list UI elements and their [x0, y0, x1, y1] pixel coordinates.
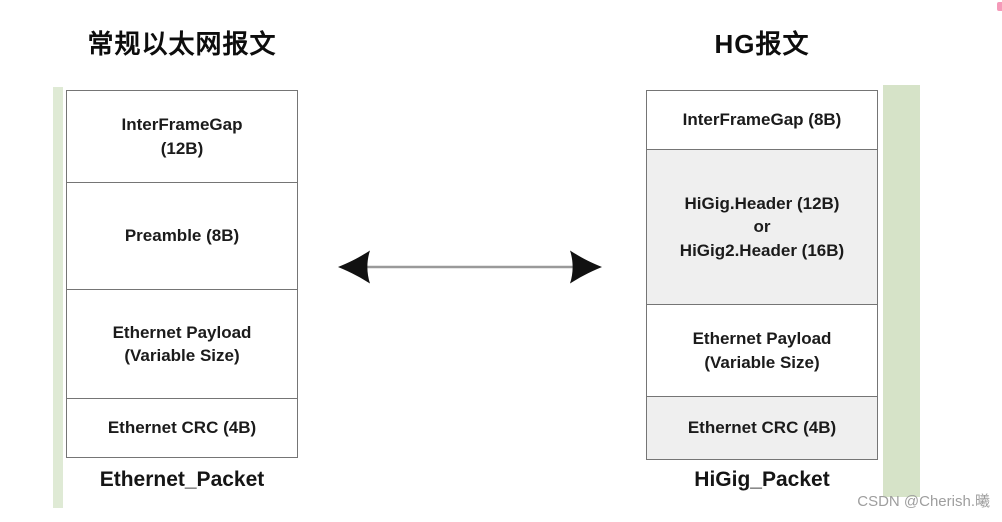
- edge-artifact: [997, 2, 1002, 11]
- segment-label: Preamble (8B): [124, 226, 240, 246]
- higig-packet-caption: HiGig_Packet: [694, 468, 830, 491]
- segment-preamble-8b: Preamble (8B): [67, 183, 297, 290]
- ethernet-packet-caption: Ethernet_Packet: [99, 468, 265, 491]
- segment-interframegap-12b: InterFrameGap (12B): [67, 91, 297, 183]
- segment-label: or: [753, 217, 771, 237]
- segment-ethernet-crc: Ethernet CRC (4B): [647, 397, 877, 459]
- segment-ethernet-payload: Ethernet Payload (Variable Size): [647, 305, 877, 397]
- segment-label: Ethernet Payload: [692, 329, 832, 349]
- segment-label: (12B): [160, 138, 204, 158]
- csdn-watermark: CSDN @Cherish.曦: [857, 493, 990, 510]
- segment-ethernet-payload: Ethernet Payload (Variable Size): [67, 290, 297, 399]
- segment-label: Ethernet CRC (4B): [687, 418, 837, 438]
- right-green-accent-bar: [883, 85, 920, 497]
- segment-interframegap-8b: InterFrameGap (8B): [647, 91, 877, 150]
- segment-label: Ethernet Payload: [112, 322, 252, 342]
- higig-packet-stack: InterFrameGap (8B) HiGig.Header (12B) or…: [646, 90, 878, 460]
- segment-label: Ethernet CRC (4B): [107, 418, 257, 438]
- segment-ethernet-crc: Ethernet CRC (4B): [67, 399, 297, 457]
- segment-label: HiGig.Header (12B): [684, 193, 840, 213]
- right-column-title: HG报文: [714, 29, 810, 59]
- segment-label: (Variable Size): [704, 352, 820, 372]
- segment-higig-header: HiGig.Header (12B) or HiGig2.Header (16B…: [647, 150, 877, 305]
- left-green-accent-bar: [53, 87, 63, 508]
- segment-label: InterFrameGap (8B): [682, 110, 842, 130]
- left-column-title: 常规以太网报文: [87, 29, 277, 59]
- ethernet-packet-stack: InterFrameGap (12B) Preamble (8B) Ethern…: [66, 90, 298, 458]
- segment-label: HiGig2.Header (16B): [679, 240, 845, 260]
- segment-label: (Variable Size): [124, 346, 240, 365]
- segment-label: InterFrameGap: [121, 115, 243, 135]
- double-arrow-icon: [330, 247, 610, 287]
